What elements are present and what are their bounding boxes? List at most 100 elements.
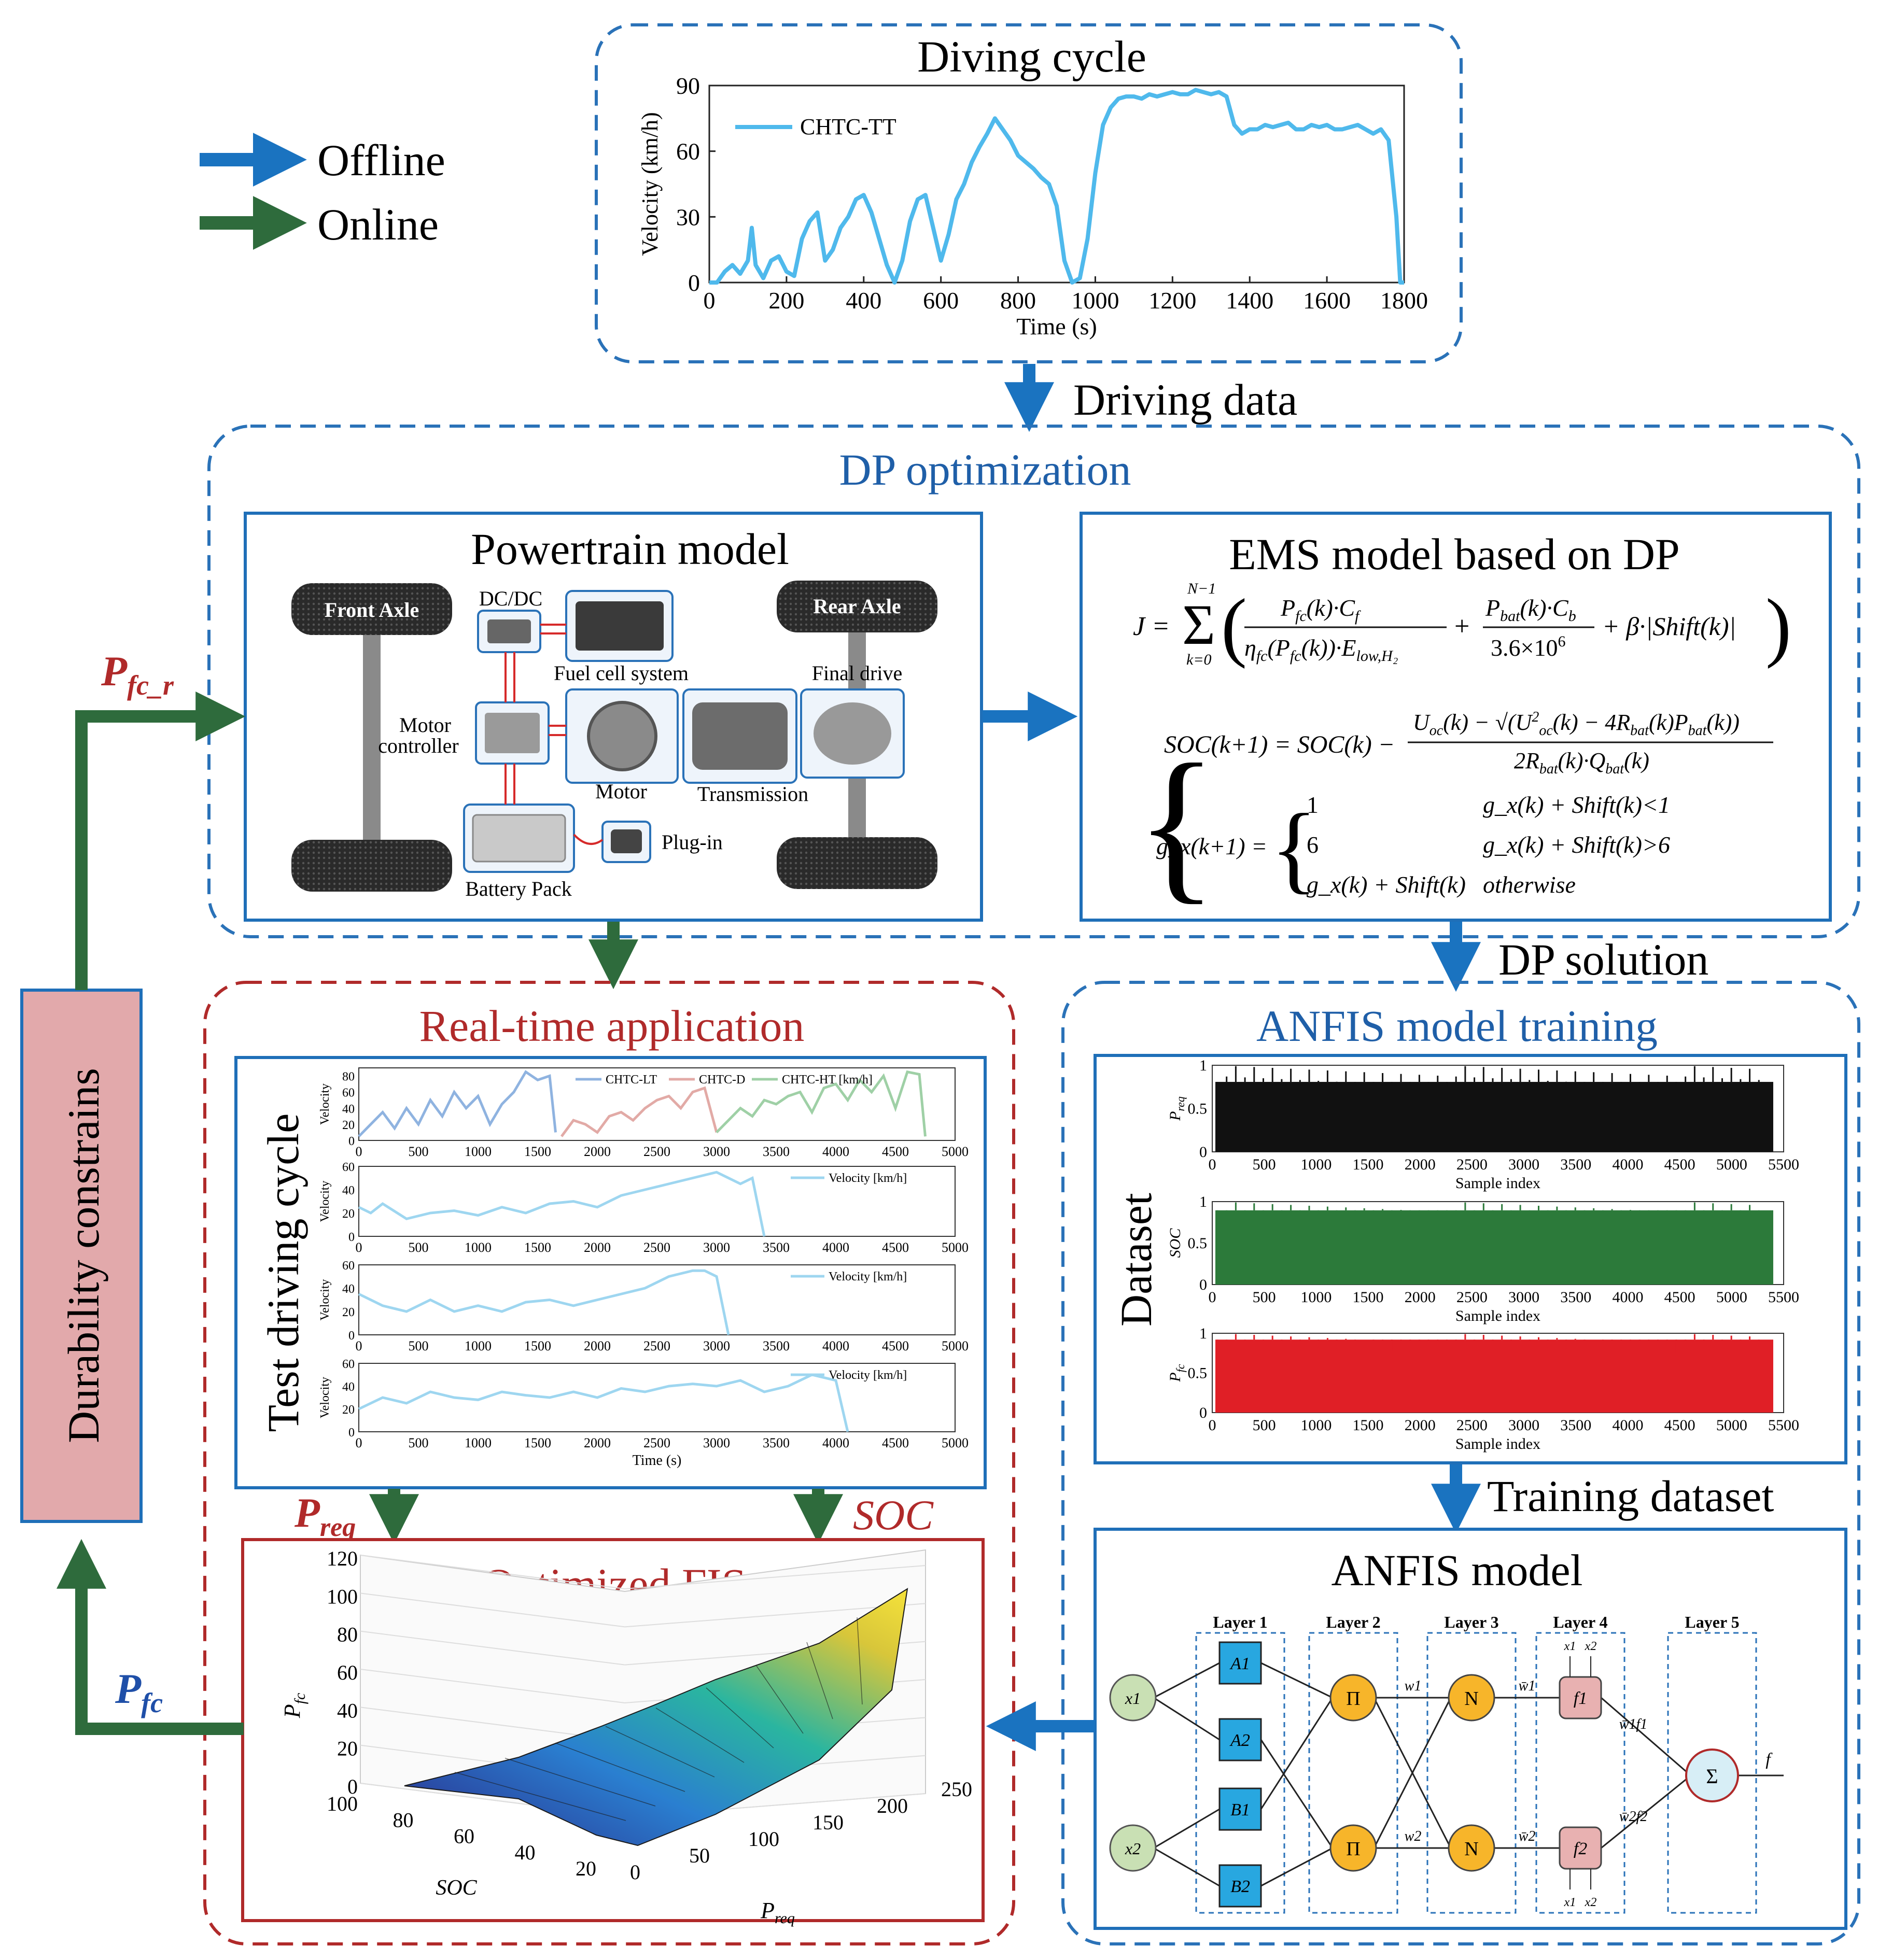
tc-xtick-label: 500 bbox=[409, 1435, 429, 1450]
dc-xtick-label: 400 bbox=[846, 287, 881, 314]
tc-xtick-label: 1000 bbox=[465, 1240, 492, 1255]
anfis-sum-label: Σ bbox=[1706, 1765, 1718, 1788]
ds-xtick-label: 1500 bbox=[1353, 1289, 1384, 1306]
ems-cost-lparen: ( bbox=[1221, 583, 1247, 669]
ems-cost-num2: Pbat(k)·Cb bbox=[1485, 595, 1576, 625]
ds-xtick-label: 5000 bbox=[1716, 1289, 1747, 1306]
tc-legend-label: CHTC-HT [km/h] bbox=[782, 1073, 873, 1087]
ds-ylabel-main: SOC bbox=[1167, 1228, 1184, 1258]
ds-xtick-label: 1000 bbox=[1300, 1289, 1332, 1306]
online-label: Online bbox=[317, 200, 439, 249]
anfis-mf-node bbox=[1218, 1864, 1262, 1908]
fis-preq-label: Preq bbox=[760, 1898, 795, 1927]
tc-legend-label: Velocity [km/h] bbox=[829, 1172, 907, 1185]
ems-cost-rparen: ) bbox=[1765, 583, 1791, 669]
tc-xtick-label: 1500 bbox=[524, 1435, 551, 1450]
ds-ylabel: SOC bbox=[1167, 1228, 1184, 1258]
tc-ytick-label: 60 bbox=[342, 1087, 355, 1100]
anfis-layer-label: Layer 5 bbox=[1685, 1613, 1739, 1631]
ds-ylabel: Preq bbox=[1167, 1096, 1187, 1121]
fis-soc-tick-label: 40 bbox=[515, 1841, 536, 1864]
tc-series-line bbox=[358, 1269, 730, 1335]
ems-cost-sum: Σ bbox=[1182, 593, 1215, 656]
dc-ytick-label: 60 bbox=[676, 138, 700, 165]
transmission-device bbox=[692, 702, 788, 770]
tc-series-line bbox=[358, 1373, 849, 1432]
ems-system-brace: { bbox=[1136, 729, 1217, 919]
fis-preq-tick-label: 250 bbox=[941, 1778, 972, 1801]
driving-data-label: Driving data bbox=[1073, 375, 1297, 425]
tc-ytick-label: 20 bbox=[342, 1403, 355, 1417]
dc-ytick-label: 0 bbox=[688, 270, 700, 296]
fis-surface-mesh bbox=[404, 1588, 908, 1846]
anfis-w-label: w1 bbox=[1405, 1678, 1422, 1694]
tc-xtick-label: 2000 bbox=[584, 1240, 611, 1255]
anfis-frame bbox=[1061, 981, 1860, 1945]
ds-xtick-label: 4000 bbox=[1612, 1156, 1643, 1173]
motor-controller-label-1: Motor bbox=[399, 713, 451, 737]
durability-label: Durability constrains bbox=[59, 1068, 108, 1443]
tc-legend-label: CHTC-LT bbox=[606, 1073, 657, 1087]
ds-ylabel-main: P bbox=[1167, 1111, 1184, 1121]
ds-xtick-label: 4000 bbox=[1612, 1417, 1643, 1434]
tc-xtick-label: 4500 bbox=[882, 1240, 909, 1255]
fis-mesh-line bbox=[706, 1687, 774, 1749]
front-axle-tire-bottom bbox=[291, 840, 452, 892]
driving-cycle-frame bbox=[595, 23, 1463, 363]
motor-controller-device bbox=[485, 713, 540, 753]
tc-xtick-label: 3000 bbox=[703, 1144, 730, 1159]
fis-preq-main: P bbox=[760, 1898, 775, 1923]
ems-title: EMS model based on DP bbox=[1229, 529, 1680, 579]
anfis-prod-node bbox=[1329, 1824, 1377, 1872]
plug-in-device bbox=[611, 829, 642, 853]
fis-soc-tick-label: 100 bbox=[327, 1792, 358, 1815]
ds-xtick-label: 3000 bbox=[1508, 1417, 1539, 1434]
tc-ylabel: Velocity bbox=[318, 1181, 332, 1222]
ds-xtick-label: 3500 bbox=[1560, 1417, 1591, 1434]
tc-xtick-label: 4500 bbox=[882, 1144, 909, 1159]
plug-in-label: Plug-in bbox=[662, 830, 723, 854]
ems-case2-cond: g_x(k) + Shift(k)>6 bbox=[1483, 831, 1670, 858]
tc-ytick-label: 40 bbox=[342, 1282, 355, 1296]
fis-preq-sub: req bbox=[775, 1910, 795, 1927]
fuel-cell-label: Fuel cell system bbox=[554, 661, 689, 685]
fis-zlabel-main: P bbox=[279, 1704, 305, 1718]
anfis-connection bbox=[1373, 1697, 1452, 1849]
dc-legend-label: CHTC-TT bbox=[800, 114, 896, 139]
ems-cost-den2: 3.6×106 bbox=[1491, 633, 1565, 661]
tc-ytick-label: 60 bbox=[342, 1161, 355, 1174]
transmission-label: Transmission bbox=[697, 782, 808, 806]
ds-ytick-label: 1 bbox=[1199, 1193, 1207, 1210]
tc-xtick-label: 0 bbox=[356, 1144, 362, 1159]
tc-xtick-label: 3000 bbox=[703, 1240, 730, 1255]
anfis-wbar-label: w̄1 bbox=[1519, 1678, 1536, 1694]
anfis-prod-label: Π bbox=[1346, 1688, 1360, 1710]
dataset-label: Dataset bbox=[1111, 1193, 1161, 1327]
fis-gridline bbox=[360, 1669, 625, 1703]
ds-xtick-label: 5000 bbox=[1716, 1417, 1747, 1434]
ems-gear-brace: { bbox=[1270, 794, 1318, 903]
ds-xtick-label: 1500 bbox=[1353, 1417, 1384, 1434]
fis-gridline bbox=[360, 1555, 625, 1589]
ds-xtick-label: 1500 bbox=[1353, 1156, 1384, 1173]
dc-xlabel: Time (s) bbox=[1016, 313, 1097, 340]
driving-cycle-title: Diving cycle bbox=[917, 32, 1146, 81]
anfis-connection bbox=[1260, 1697, 1334, 1810]
tc-xtick-label: 1500 bbox=[524, 1240, 551, 1255]
tc-ytick-label: 0 bbox=[348, 1231, 355, 1244]
ds-xtick-label: 5500 bbox=[1768, 1156, 1799, 1173]
tc-xtick-label: 1500 bbox=[524, 1338, 551, 1353]
pfc-r-label: Pfc_r bbox=[101, 647, 174, 701]
tc-panel-0 bbox=[358, 1067, 956, 1141]
ems-cost-beta: + β·|Shift(k)| bbox=[1602, 612, 1736, 641]
ems-case3-cond: otherwise bbox=[1483, 871, 1576, 898]
ds-xtick-label: 4500 bbox=[1664, 1417, 1695, 1434]
fis-soc-tick-label: 20 bbox=[576, 1857, 596, 1880]
tc-series-line bbox=[716, 1070, 927, 1137]
pfc-r-line bbox=[75, 692, 246, 990]
anfis-mf-label: B2 bbox=[1230, 1877, 1250, 1896]
anfis-norm-node bbox=[1448, 1674, 1495, 1722]
ems-box bbox=[1080, 512, 1832, 922]
anfis-connection bbox=[1601, 1777, 1688, 1849]
